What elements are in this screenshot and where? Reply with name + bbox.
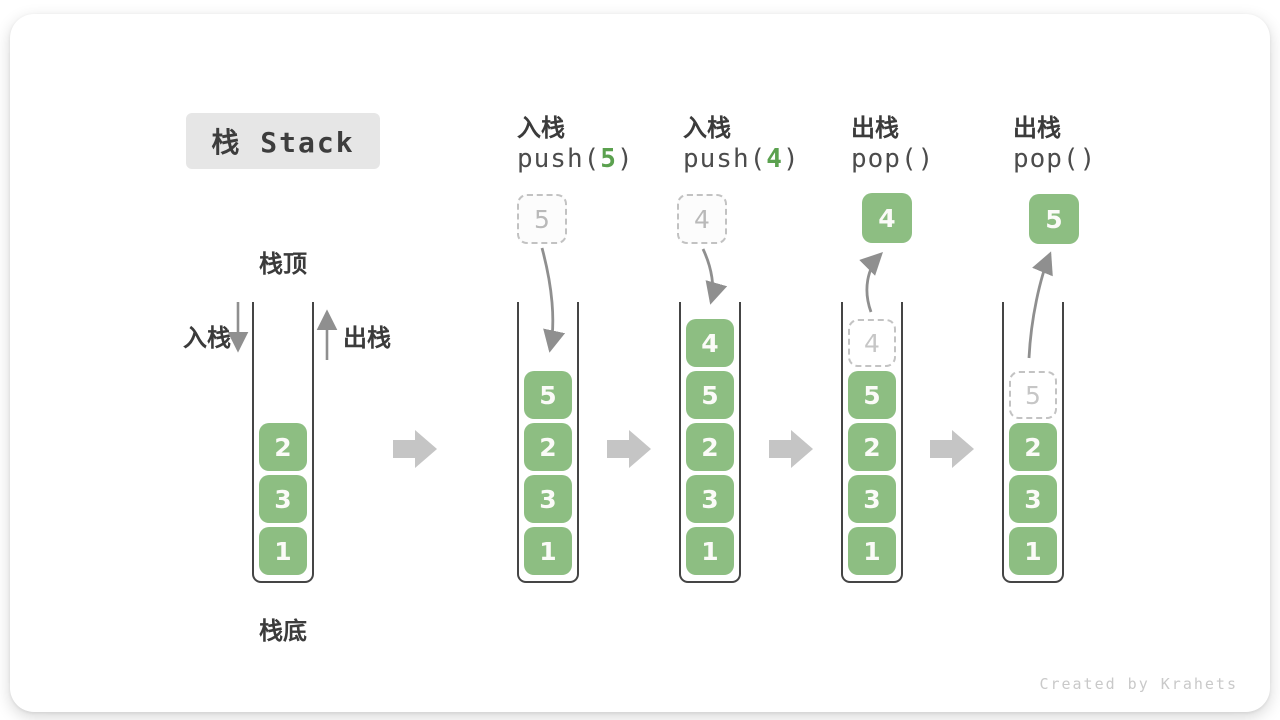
attribution-text: Created by Krahets — [1039, 675, 1238, 693]
operation-name: 出栈 — [851, 114, 899, 142]
stack-state-after-pop5: 5 2 3 1 — [1002, 302, 1064, 583]
stack-element: 2 — [686, 423, 734, 471]
operation-name: 入栈 — [683, 114, 731, 142]
code-arg: 5 — [600, 144, 617, 174]
stack-state-initial: 2 3 1 — [252, 302, 314, 583]
stack-element: 2 — [1009, 423, 1057, 471]
operation-code: pop() — [1013, 144, 1097, 174]
stack-element: 3 — [259, 475, 307, 523]
operation-label-push5: 入栈 push(5) — [517, 108, 634, 174]
pushed-value-box: 5 — [517, 194, 567, 244]
stack-element: 1 — [686, 527, 734, 575]
operation-label-pop2: 出栈 pop() — [1013, 108, 1096, 174]
stack-element: 2 — [848, 423, 896, 471]
stack-top-label: 栈顶 — [259, 250, 307, 278]
operation-label-pop1: 出栈 pop() — [851, 108, 934, 174]
title-text: 栈 Stack — [211, 126, 355, 159]
stack-element: 2 — [524, 423, 572, 471]
title-badge: 栈 Stack — [186, 113, 380, 169]
stack-state-after-pop4: 4 5 2 3 1 — [841, 302, 903, 583]
stack-element-ghost: 5 — [1009, 371, 1057, 419]
stack-element: 3 — [848, 475, 896, 523]
stack-element: 1 — [259, 527, 307, 575]
stack-bottom-label: 栈底 — [259, 617, 307, 645]
operation-label-push4: 入栈 push(4) — [683, 108, 800, 174]
stack-state-after-push4: 4 5 2 3 1 — [679, 302, 741, 583]
operation-name: 入栈 — [517, 114, 565, 142]
stack-element: 5 — [686, 371, 734, 419]
pushed-value-box: 4 — [677, 194, 727, 244]
stack-element-ghost: 4 — [848, 319, 896, 367]
stack-element: 5 — [848, 371, 896, 419]
stack-element: 5 — [524, 371, 572, 419]
stack-state-after-push5: 5 2 3 1 — [517, 302, 579, 583]
popped-value-box: 5 — [1029, 194, 1079, 244]
stack-element: 2 — [259, 423, 307, 471]
popped-value-box: 4 — [862, 193, 912, 243]
operation-code: push(5) — [517, 144, 634, 174]
stack-element: 1 — [524, 527, 572, 575]
operation-code: push(4) — [683, 144, 800, 174]
operation-name: 出栈 — [1013, 114, 1061, 142]
pop-direction-label: 出栈 — [343, 324, 391, 352]
stack-element: 1 — [848, 527, 896, 575]
stack-element: 3 — [524, 475, 572, 523]
stack-element: 3 — [686, 475, 734, 523]
stack-element: 1 — [1009, 527, 1057, 575]
code-arg: 4 — [766, 144, 783, 174]
push-direction-label: 入栈 — [183, 324, 231, 352]
stack-element: 4 — [686, 319, 734, 367]
operation-code: pop() — [851, 144, 935, 174]
stack-element: 3 — [1009, 475, 1057, 523]
